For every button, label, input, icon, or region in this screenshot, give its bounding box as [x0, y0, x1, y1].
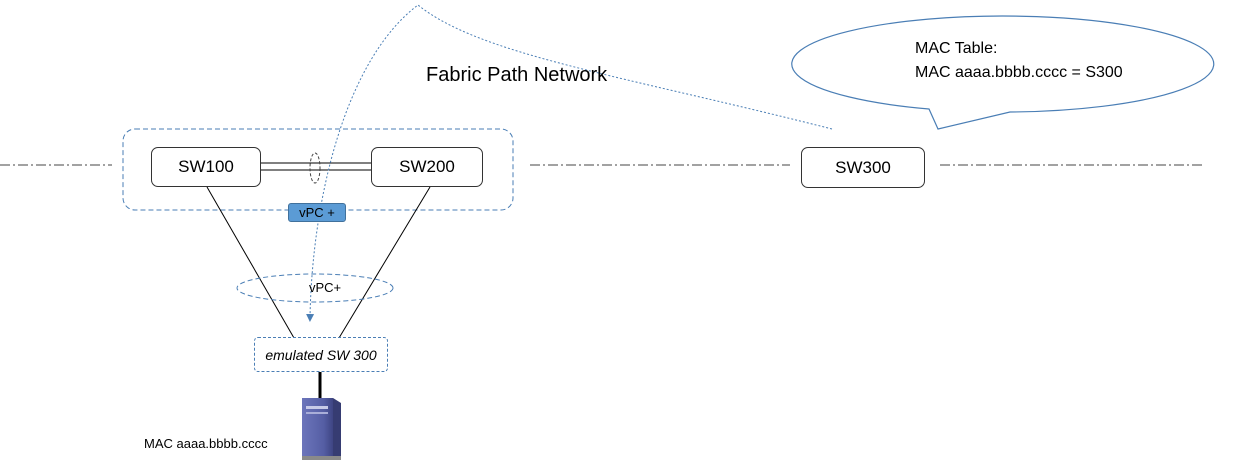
vpc-plus-label: vPC+ [309, 280, 342, 295]
switch-label: SW100 [178, 157, 234, 176]
emulated-switch-box: emulated SW 300 [254, 337, 388, 372]
callout-line-2: MAC aaaa.bbbb.cccc = S300 [915, 64, 1123, 81]
server-tower-icon [302, 398, 341, 460]
diagram-title: Fabric Path Network [426, 64, 608, 86]
learning-arrow [306, 4, 833, 322]
switch-label: SW200 [399, 157, 455, 176]
switch-label: SW300 [835, 157, 891, 177]
downlinks [206, 186, 431, 339]
switch-sw200: SW200 [371, 147, 483, 187]
switch-sw300: SW300 [801, 147, 925, 188]
switch-sw100: SW100 [151, 147, 261, 187]
peer-link-ellipse [309, 152, 321, 184]
mac-table-callout [791, 15, 1215, 130]
vpc-plus-badge: vPC + [288, 203, 346, 222]
host-mac-label: MAC aaaa.bbbb.cccc [144, 436, 268, 451]
callout-line-1: MAC Table: [915, 40, 998, 57]
peer-link [260, 162, 372, 171]
vpc-plus-ellipse [236, 273, 394, 303]
emulated-switch-label: emulated SW 300 [265, 346, 377, 363]
